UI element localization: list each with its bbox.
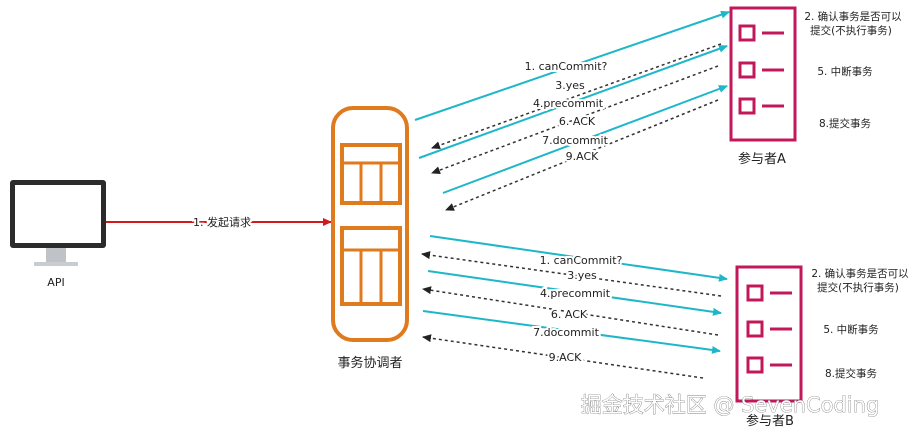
participant-a-label: 参与者A xyxy=(738,151,786,167)
msg-b-9-label: 9.ACK xyxy=(549,351,583,364)
participant-b-note-2: 提交(不执行事务) xyxy=(817,281,899,294)
msg-b-3-arrow xyxy=(421,251,722,297)
coordinator-label: 事务协调者 xyxy=(337,355,402,371)
msg-b-4-label: 4.precommit xyxy=(540,287,611,300)
participant-a-note-1: 2. 确认事务是否可以 xyxy=(804,10,902,23)
watermark: 掘金技术社区 @ SevenCoding xyxy=(581,393,880,417)
participant-a-note-3: 5. 中断事务 xyxy=(817,65,873,78)
msg-a-4-arrow xyxy=(418,44,728,159)
api-monitor-icon xyxy=(10,180,106,266)
msg-a-1-arrow xyxy=(414,10,730,121)
msg-a-6-label: 6. ACK xyxy=(559,115,596,128)
participant-b-note-1: 2. 确认事务是否可以 xyxy=(811,267,909,280)
participant-a-note-4: 8.提交事务 xyxy=(819,117,872,130)
msg-a-9-label: 9.ACK xyxy=(566,150,600,163)
msg-a-1-label: 1. canCommit? xyxy=(525,60,608,73)
msg-b-7-label: 7.docommit xyxy=(533,326,599,339)
msg-a-7-arrow xyxy=(442,85,728,194)
participant-b-document-icon xyxy=(735,265,803,403)
msg-b-1-arrow xyxy=(429,235,728,282)
request-label: 1. 发起请求 xyxy=(193,215,251,229)
msg-b-6-arrow xyxy=(422,286,719,336)
api-label: API xyxy=(47,276,64,289)
msg-a-6-arrow xyxy=(431,65,719,174)
coordinator-server-icon xyxy=(331,106,409,342)
msg-b-3-label: 3.yes xyxy=(567,269,597,282)
participant-a-note-2: 提交(不执行事务) xyxy=(810,24,892,37)
msg-b-7-arrow xyxy=(422,310,721,354)
participant-b-label: 参与者B xyxy=(746,413,794,429)
msg-b-6-label: 6. ACK xyxy=(551,308,588,321)
msg-b-1-label: 1. canCommit? xyxy=(540,254,623,267)
participant-a-document-icon xyxy=(729,6,797,142)
participant-b-note-4: 8.提交事务 xyxy=(825,367,878,380)
msg-b-4-arrow xyxy=(427,270,722,316)
msg-a-9-arrow xyxy=(445,99,719,211)
msg-a-4-label: 4.precommit xyxy=(533,97,604,110)
msg-a-3-label: 3.yes xyxy=(555,79,585,92)
msg-b-9-arrow xyxy=(422,334,704,379)
msg-a-7-label: 7.docommit xyxy=(542,134,608,147)
participant-b-note-3: 5. 中断事务 xyxy=(823,323,879,336)
